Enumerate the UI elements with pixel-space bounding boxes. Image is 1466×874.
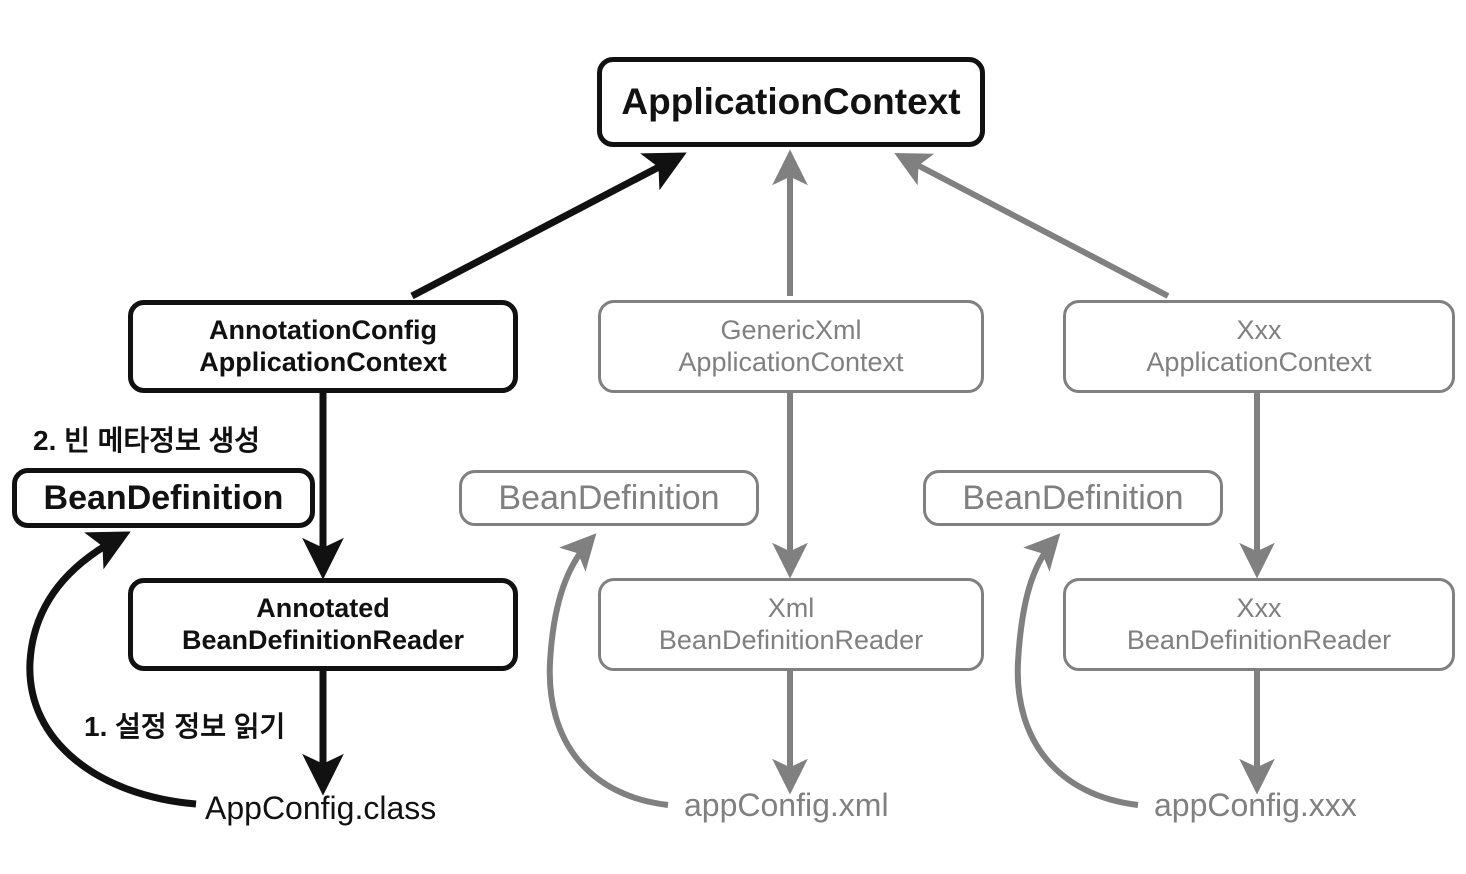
node-bean-definition-middle-label: BeanDefinition — [498, 478, 720, 517]
node-annotation-config-application-context[interactable]: AnnotationConfig ApplicationContext — [128, 300, 518, 393]
edge-annotationconfig-to-applicationcontext — [410, 152, 687, 300]
node-bean-definition-right[interactable]: BeanDefinition — [923, 470, 1223, 526]
node-bean-definition-left-label: BeanDefinition — [43, 478, 284, 517]
node-annotated-bean-definition-reader-label: Annotated BeanDefinitionReader — [181, 592, 465, 655]
node-annotated-bean-definition-reader[interactable]: Annotated BeanDefinitionReader — [128, 578, 518, 671]
node-xml-bean-definition-reader-label: Xml BeanDefinitionReader — [658, 592, 924, 655]
file-label-app-config-xml: appConfig.xml — [684, 787, 889, 824]
annotation-step-one-label: 1. 설정 정보 읽기 — [84, 711, 286, 742]
annotation-step-two-label: 2. 빈 메타정보 생성 — [33, 425, 261, 456]
node-bean-definition-left[interactable]: BeanDefinition — [12, 468, 315, 528]
node-xxx-application-context-label: Xxx ApplicationContext — [1146, 314, 1372, 377]
node-bean-definition-right-label: BeanDefinition — [962, 478, 1184, 517]
annotation-step-two: 2. 빈 메타정보 생성 — [33, 419, 260, 459]
file-label-app-config-xxx: appConfig.xxx — [1154, 787, 1357, 824]
node-xml-bean-definition-reader[interactable]: Xml BeanDefinitionReader — [598, 578, 984, 671]
file-label-app-config-xxx-text: appConfig.xxx — [1154, 787, 1357, 823]
node-xxx-bean-definition-reader-label: Xxx BeanDefinitionReader — [1126, 592, 1392, 655]
file-label-app-config-xml-text: appConfig.xml — [684, 787, 889, 823]
edge-xxx-to-applicationcontext — [894, 152, 1170, 299]
node-xxx-application-context[interactable]: Xxx ApplicationContext — [1063, 300, 1455, 393]
node-generic-xml-application-context[interactable]: GenericXml ApplicationContext — [598, 300, 984, 393]
file-label-app-config-class: AppConfig.class — [205, 790, 436, 827]
node-bean-definition-middle[interactable]: BeanDefinition — [459, 470, 759, 526]
file-label-app-config-class-text: AppConfig.class — [205, 790, 437, 826]
node-xxx-bean-definition-reader[interactable]: Xxx BeanDefinitionReader — [1063, 578, 1455, 671]
annotation-step-one: 1. 설정 정보 읽기 — [84, 705, 285, 745]
node-generic-xml-application-context-label: GenericXml ApplicationContext — [678, 314, 904, 377]
node-annotation-config-application-context-label: AnnotationConfig ApplicationContext — [199, 314, 447, 377]
node-application-context-label: ApplicationContext — [621, 81, 961, 123]
node-application-context[interactable]: ApplicationContext — [597, 57, 985, 147]
